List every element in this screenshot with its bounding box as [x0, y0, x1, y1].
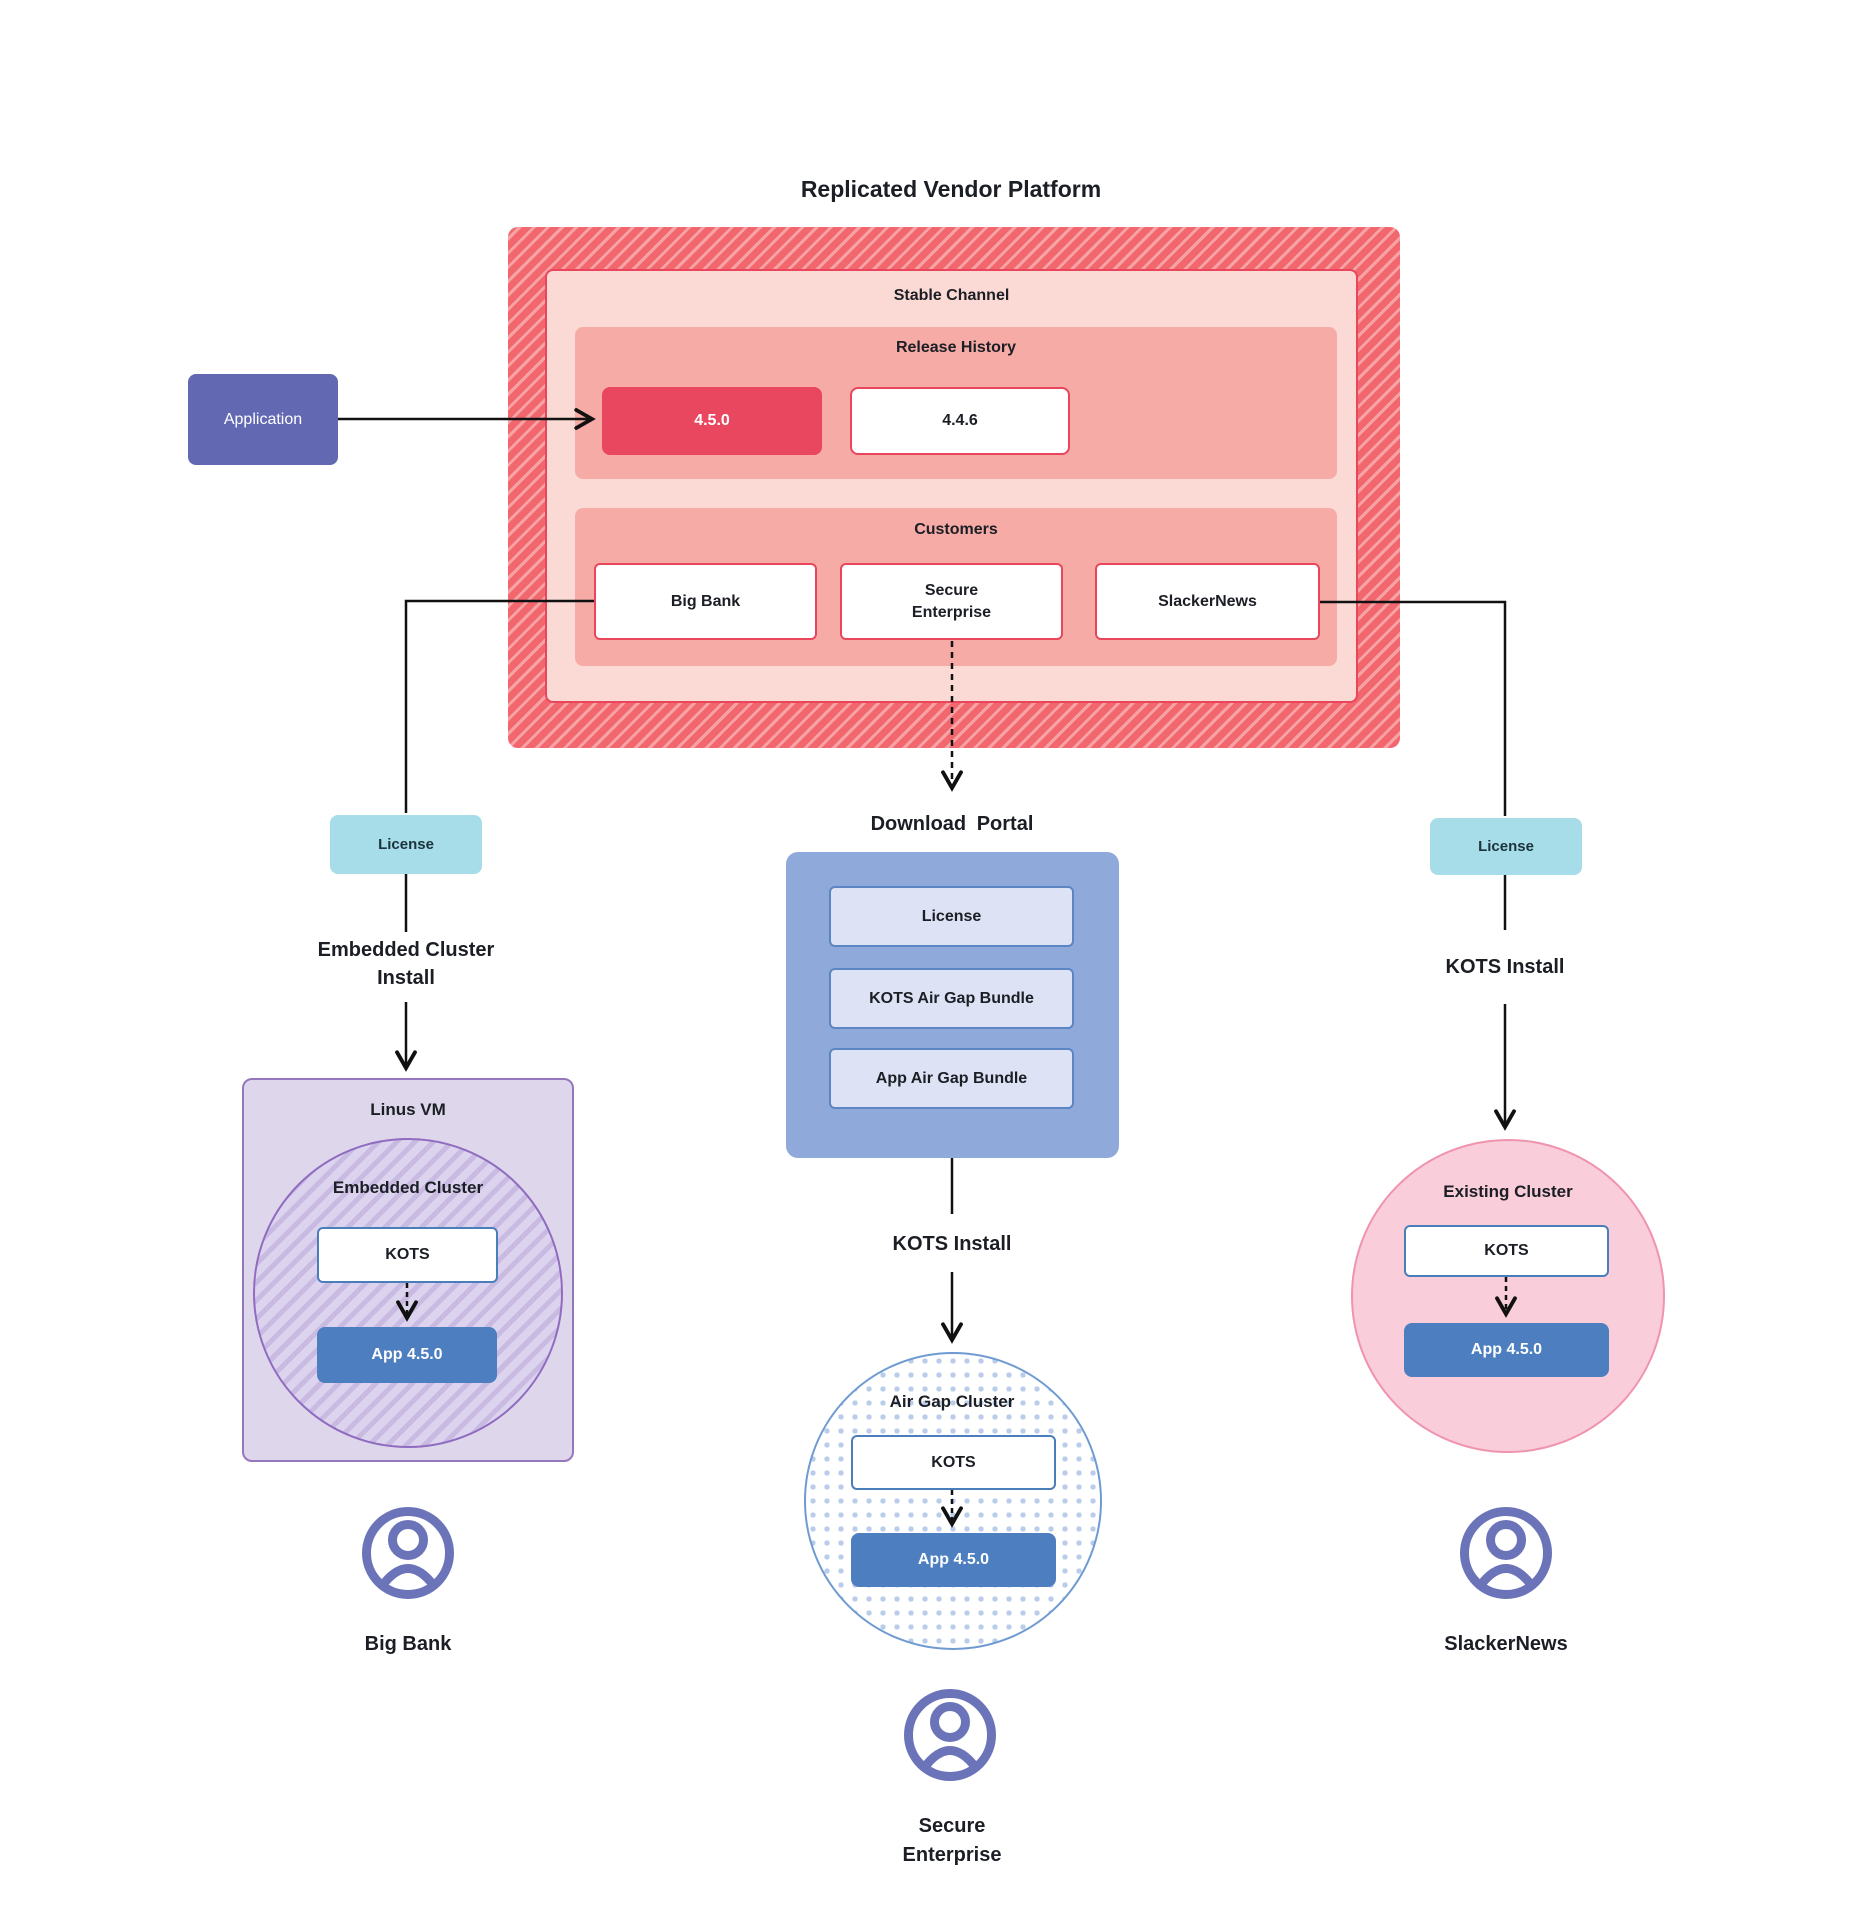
kots-install-label-middle: KOTS Install — [892, 1233, 1012, 1255]
portal-item-kots-air-gap-bundle: KOTS Air Gap Bundle — [829, 968, 1074, 1029]
kots-box-right: KOTS — [1404, 1225, 1609, 1277]
release-version-box-current: 4.5.0 — [602, 387, 822, 455]
kots-box-middle: KOTS — [851, 1435, 1056, 1490]
app-box-left: App 4.5.0 — [317, 1327, 497, 1383]
release-history-label: Release History — [895, 339, 1017, 356]
existing-cluster-label: Existing Cluster — [1443, 1182, 1573, 1201]
big-bank-user-icon — [362, 1507, 454, 1599]
portal-item-app-air-gap-bundle: App Air Gap Bundle — [829, 1048, 1074, 1109]
application-box: Application — [188, 374, 338, 465]
customer-name: SlackerNews — [1158, 592, 1257, 610]
license-badge-right: License — [1430, 818, 1582, 875]
customers-label: Customers — [914, 521, 998, 538]
secure-enterprise-user-icon — [904, 1689, 996, 1781]
customer-name: Big Bank — [670, 592, 741, 610]
portal-item-license: License — [829, 886, 1074, 947]
kots-box-left: KOTS — [317, 1227, 498, 1283]
license-badge-left: License — [330, 815, 482, 874]
air-gap-cluster-label: Air Gap Cluster — [889, 1392, 1015, 1411]
app-box-right: App 4.5.0 — [1404, 1323, 1609, 1377]
kots-install-label-right: KOTS Install — [1445, 956, 1565, 978]
customer-name: Secure Enterprise — [911, 581, 992, 621]
slackernews-user-icon — [1460, 1507, 1552, 1599]
page-title: Replicated Vendor Platform — [800, 176, 1102, 202]
app-box-middle: App 4.5.0 — [851, 1533, 1056, 1587]
customer-box-secure-enterprise: Secure Enterprise — [840, 563, 1063, 640]
customer-box-big-bank: Big Bank — [594, 563, 817, 640]
existing-cluster-circle — [1351, 1139, 1665, 1453]
secure-enterprise-user-label: Secure Enterprise — [902, 1815, 1002, 1866]
embedded-cluster-label: Embedded Cluster — [332, 1178, 484, 1197]
big-bank-user-label: Big Bank — [364, 1633, 452, 1655]
customer-box-slackernews: SlackerNews — [1095, 563, 1320, 640]
embedded-cluster-install-label: Embedded Cluster Install — [317, 939, 495, 989]
download-portal-title: Download Portal — [870, 813, 1034, 835]
stable-channel-label: Stable Channel — [893, 287, 1010, 304]
linus-vm-label: Linus VM — [370, 1100, 446, 1119]
slackernews-user-label: SlackerNews — [1444, 1633, 1568, 1655]
release-version-box-previous: 4.4.6 — [850, 387, 1070, 455]
